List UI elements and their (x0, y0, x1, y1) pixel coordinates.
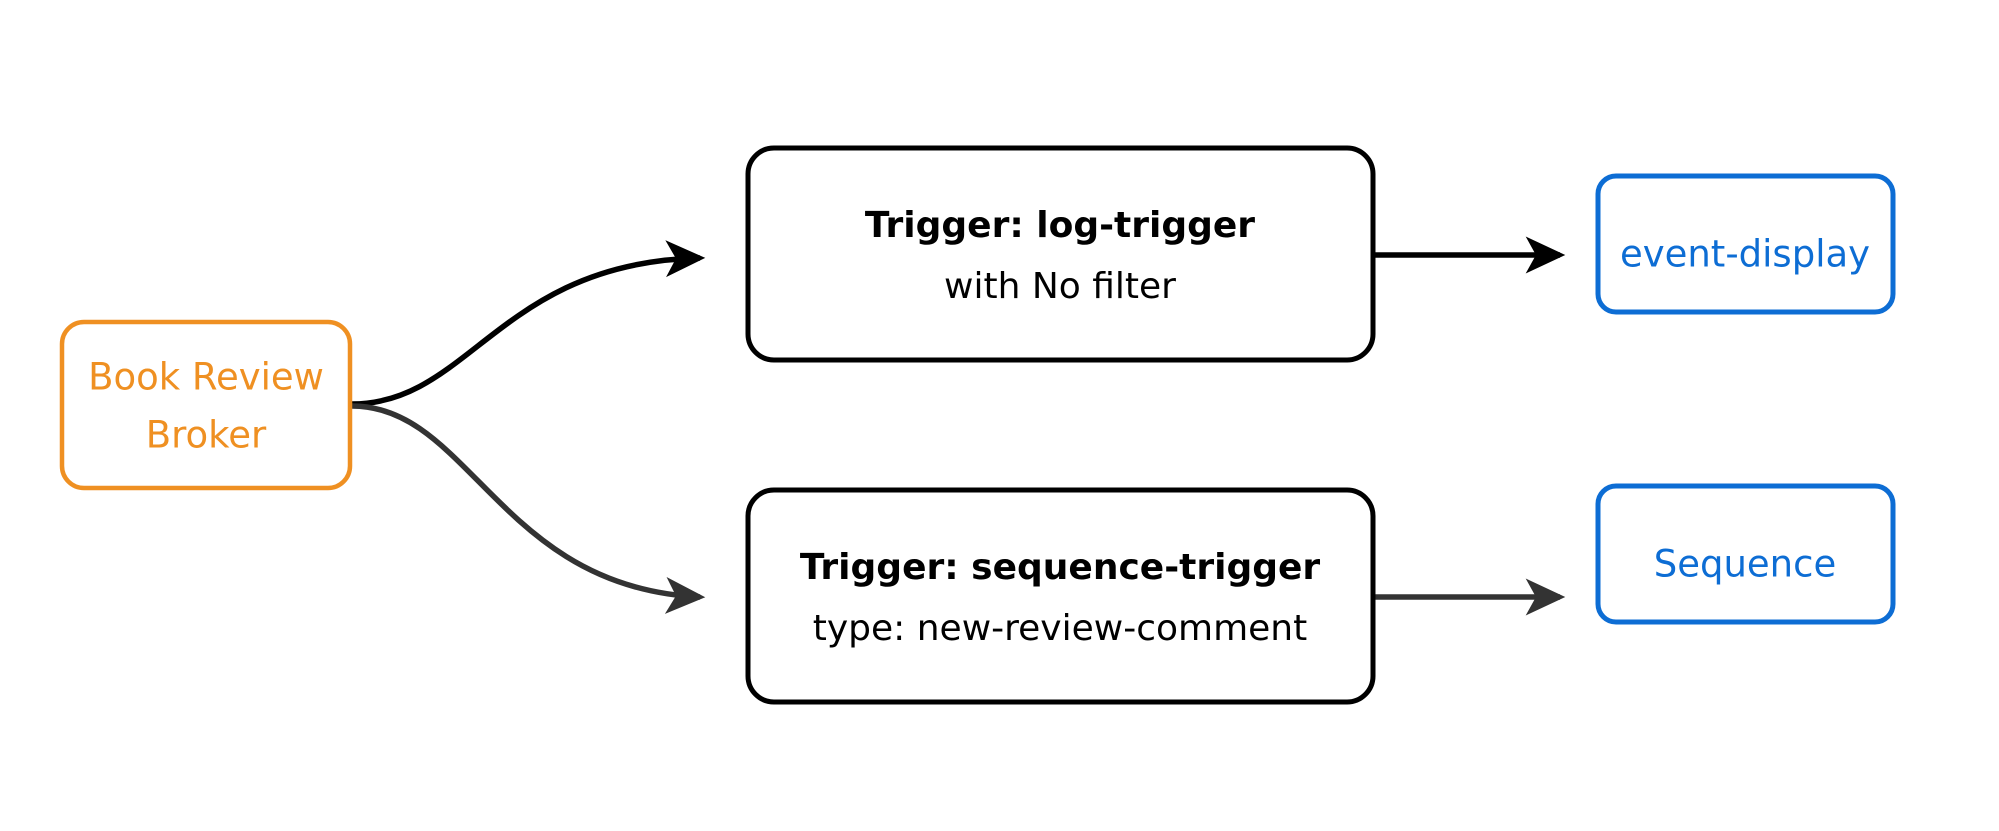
book-review-broker-label-line1: Book Review (88, 356, 324, 399)
sequence-trigger-box[interactable] (745, 487, 1376, 705)
log-trigger-title: Trigger: log-trigger (865, 205, 1255, 246)
sequence-trigger-title: Trigger: sequence-trigger (800, 547, 1321, 588)
log-trigger-box[interactable] (745, 145, 1376, 363)
event-display-box[interactable] (1595, 173, 1896, 315)
sequence-label: Sequence (1654, 543, 1837, 586)
event-display-label: event-display (1620, 233, 1870, 276)
node-event-display[interactable]: event-display (1595, 173, 1896, 315)
node-sequence-trigger[interactable]: Trigger: sequence-trigger type: new-revi… (745, 487, 1376, 705)
edge-broker-to-log-trigger (351, 240, 706, 407)
book-review-broker-box[interactable] (59, 319, 353, 491)
sequence-trigger-subtitle: type: new-review-comment (813, 608, 1307, 649)
node-sequence[interactable]: Sequence (1595, 483, 1896, 625)
log-trigger-subtitle: with No filter (944, 266, 1176, 307)
edge-layer (351, 236, 1566, 616)
book-review-broker-label-line2: Broker (146, 414, 267, 457)
node-log-trigger[interactable]: Trigger: log-trigger with No filter (745, 145, 1376, 363)
sequence-box[interactable] (1595, 483, 1896, 625)
edge-broker-to-sequence-trigger (351, 403, 706, 614)
node-book-review-broker[interactable]: Book Review Broker (59, 319, 353, 491)
